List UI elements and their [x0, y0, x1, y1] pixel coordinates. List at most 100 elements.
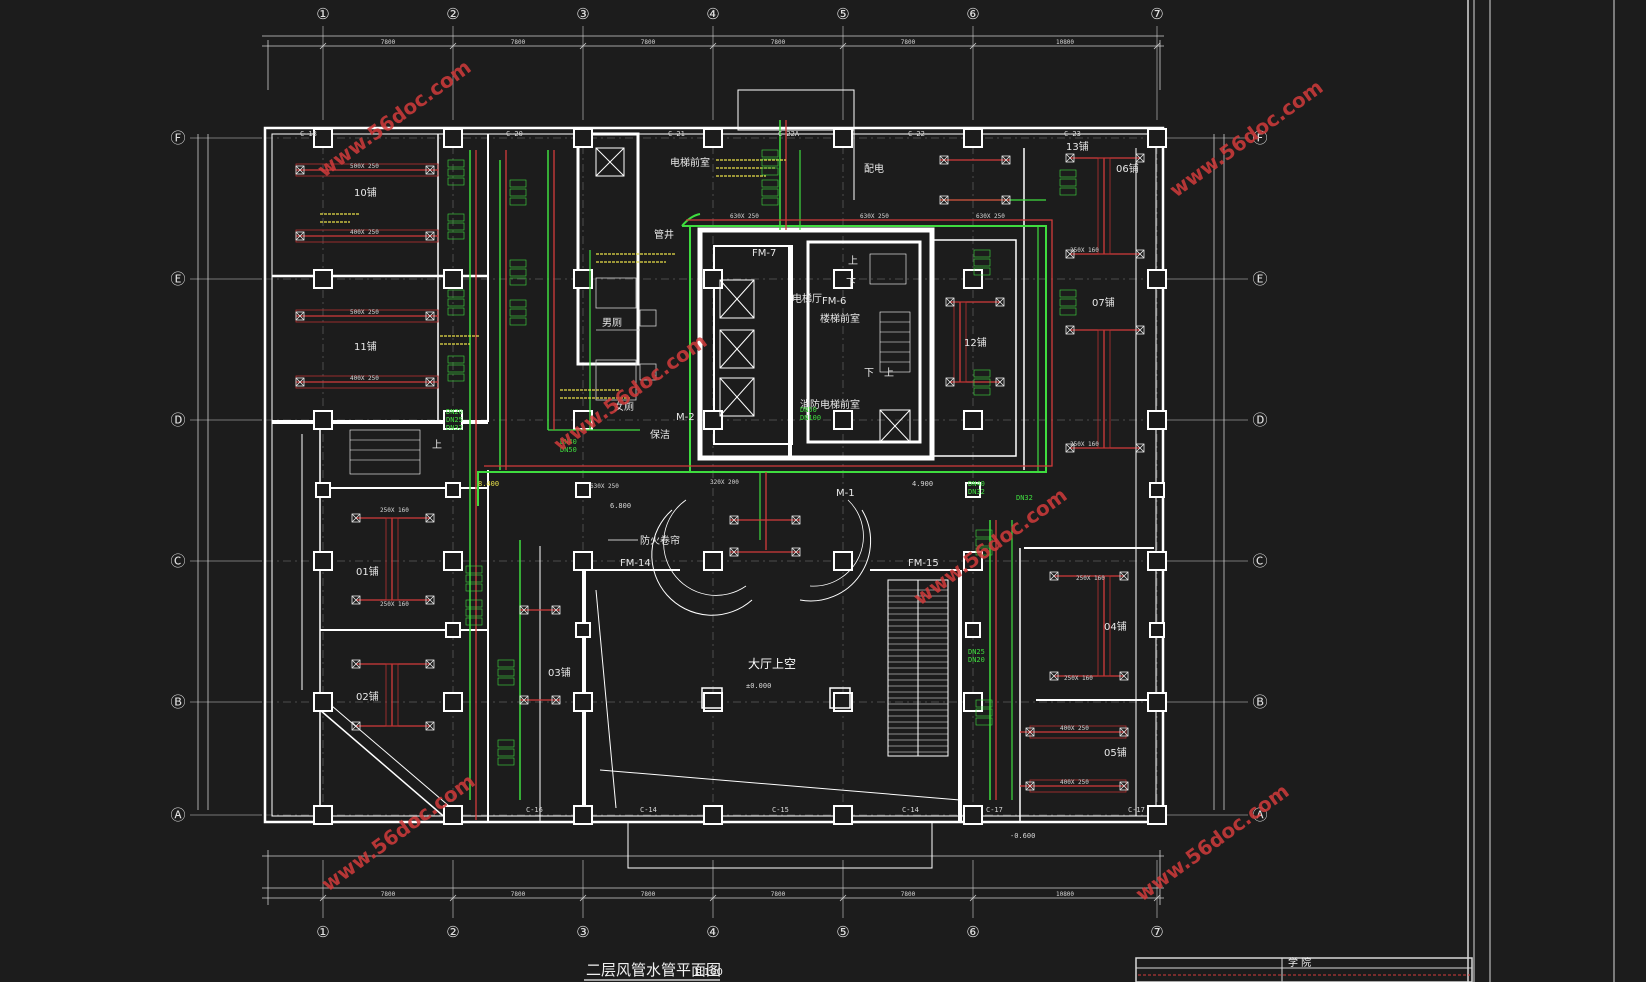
diffuser-cross	[1135, 443, 1145, 453]
diffuser-cross	[1025, 727, 1035, 737]
column	[833, 805, 853, 825]
pipe-tag-box	[975, 717, 993, 726]
pipe-tag-box	[509, 268, 527, 277]
pipe-tag-box	[509, 299, 527, 308]
diffuser	[1049, 671, 1059, 681]
elevator-shafts	[349, 147, 949, 757]
diffuser-cross	[945, 297, 955, 307]
grid-label: C-20	[506, 130, 523, 138]
column	[1149, 482, 1165, 498]
diffuser-cross	[1135, 325, 1145, 335]
diffuser-cross	[1065, 153, 1075, 163]
diffuser	[425, 595, 435, 605]
duct-tag-9: 320X 200	[710, 479, 739, 486]
pipe-tag-box	[447, 231, 465, 240]
room-r04: 04铺	[1104, 620, 1127, 633]
diffuser-cross	[729, 547, 739, 557]
diffuser-cross	[1135, 153, 1145, 163]
diffuser-cross	[519, 695, 529, 705]
diffuser	[351, 659, 361, 669]
duct-tag-4: 400X 250	[350, 375, 379, 382]
column	[575, 622, 591, 638]
column	[1149, 622, 1165, 638]
chilled-water-pipes	[296, 120, 1140, 820]
pipe-tag-box	[465, 617, 483, 626]
diffuser-cross	[995, 377, 1005, 387]
row-axis-label: Ⓑ	[170, 693, 185, 711]
dimension-span: 7800	[381, 891, 396, 898]
dimension-span: 7800	[641, 39, 656, 46]
column	[703, 410, 723, 430]
column	[313, 805, 333, 825]
pipe-tag-box	[497, 748, 515, 757]
row-axis-label: Ⓒ	[170, 552, 185, 570]
duct-tags: 500X 250 400X 250 500X 250 400X 250 630X…	[350, 163, 1105, 786]
fire-damper-note: 防火卷帘	[640, 534, 680, 547]
room-r03: 03铺	[548, 666, 571, 679]
diffuser	[425, 513, 435, 523]
diffuser-cross	[1119, 571, 1129, 581]
diffuser-cross	[1049, 571, 1059, 581]
diffuser	[295, 377, 305, 387]
pipe-tag-box	[497, 739, 515, 748]
column	[833, 551, 853, 571]
diffuser	[945, 297, 955, 307]
diffuser	[1135, 153, 1145, 163]
column-axis-label: ③	[576, 923, 589, 941]
drawing-title: 二层风管水管平面图 1:100	[584, 961, 723, 981]
grid-label: C-14	[902, 806, 919, 814]
diffuser	[1001, 195, 1011, 205]
diffuser	[791, 547, 801, 557]
pipe-tag-box	[973, 267, 991, 276]
pipe-tag-box	[761, 179, 779, 188]
diffuser	[995, 377, 1005, 387]
elev-5: ±0.000	[746, 682, 771, 690]
room-r11: 11铺	[354, 340, 377, 353]
pipe-tag-box	[1059, 298, 1077, 307]
grid-label: C-16	[526, 806, 543, 814]
stair-down-1: 下	[846, 278, 856, 289]
column	[443, 128, 463, 148]
title-block: 学 院	[1135, 956, 1473, 982]
column	[443, 805, 463, 825]
diffuser-cross	[425, 165, 435, 175]
diffuser-cross	[1135, 249, 1145, 259]
column	[963, 269, 983, 289]
diffuser	[1119, 671, 1129, 681]
diffuser	[1065, 443, 1075, 453]
watermarks: www.56doc.com www.56doc.com www.56doc.co…	[313, 55, 1328, 906]
column	[573, 551, 593, 571]
diffuser-cross	[425, 595, 435, 605]
door-labels: FM-14 FM-15 FM-6 FM-7 M-1 M-2	[620, 248, 939, 569]
door-fm14: FM-14	[620, 558, 651, 569]
pipe-tag-box	[973, 387, 991, 396]
pipe-tag-box	[497, 677, 515, 686]
duct-tag-3: 500X 250	[350, 309, 379, 316]
pipe-tag-box	[447, 289, 465, 298]
diffuser-cross	[351, 721, 361, 731]
elevation-marks: 8.400 6.800 4.900 -0.600 ±0.000	[478, 480, 1035, 840]
row-axis-label: Ⓕ	[1252, 129, 1267, 147]
diffuser	[425, 377, 435, 387]
pipe-tag-8: DN40	[968, 480, 985, 488]
diffuser-cross	[351, 659, 361, 669]
room-pipewell: 电梯前室	[670, 156, 710, 169]
dimension-span: 7800	[771, 891, 786, 898]
pipe-tag-12: DN20	[968, 656, 985, 664]
diffuser	[1025, 781, 1035, 791]
diffuser-cross	[425, 377, 435, 387]
diffuser	[1001, 155, 1011, 165]
column-axis-label: ⑥	[966, 923, 979, 941]
column	[833, 269, 853, 289]
room-stair: 楼梯前室	[820, 312, 860, 325]
column	[1147, 805, 1167, 825]
row-axis-label: Ⓓ	[170, 411, 185, 429]
pipe-tag-box	[465, 608, 483, 617]
grid-label: C-14	[640, 806, 657, 814]
door-fm6: FM-6	[822, 296, 846, 307]
column	[573, 692, 593, 712]
pipe-tag-box	[973, 369, 991, 378]
diffuser	[1049, 571, 1059, 581]
diffuser-cross	[1001, 195, 1011, 205]
diffuser	[1119, 781, 1129, 791]
